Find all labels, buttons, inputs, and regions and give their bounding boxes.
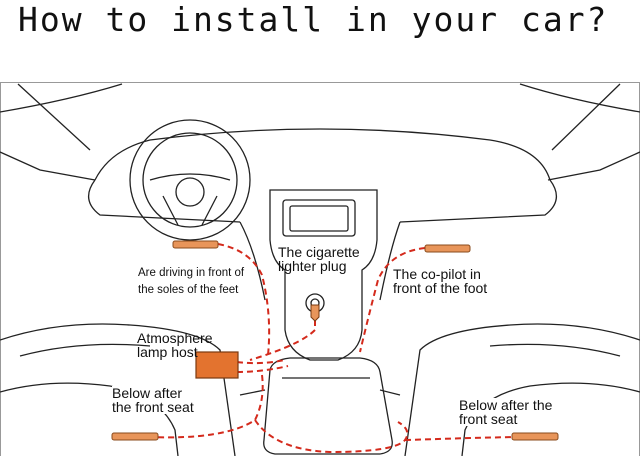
label-rear-right-seat: Below after the front seat [459,397,553,427]
lamp-strip-rear-right [511,432,559,441]
lamp-strip-copilot-foot [424,244,471,253]
label-atmosphere-lamp-host: Atmosphere lamp host [137,330,213,360]
label-cigarette-lighter: The cigarette lighter plug [278,244,360,274]
line-art [0,83,640,456]
page-title: How to install in your car? [18,0,609,39]
lamp-strip-driver-foot [172,240,219,249]
cigarette-lighter-plug [310,304,320,322]
lamp-host-box [195,351,239,379]
label-copilot-foot: The co-pilot in front of the foot [393,266,488,296]
label-driver-foot: Are driving in front of the soles of the… [138,265,245,299]
wiring [147,243,516,454]
lamp-strip-rear-left [111,432,159,441]
label-rear-left-seat: Below after the front seat [112,385,194,415]
